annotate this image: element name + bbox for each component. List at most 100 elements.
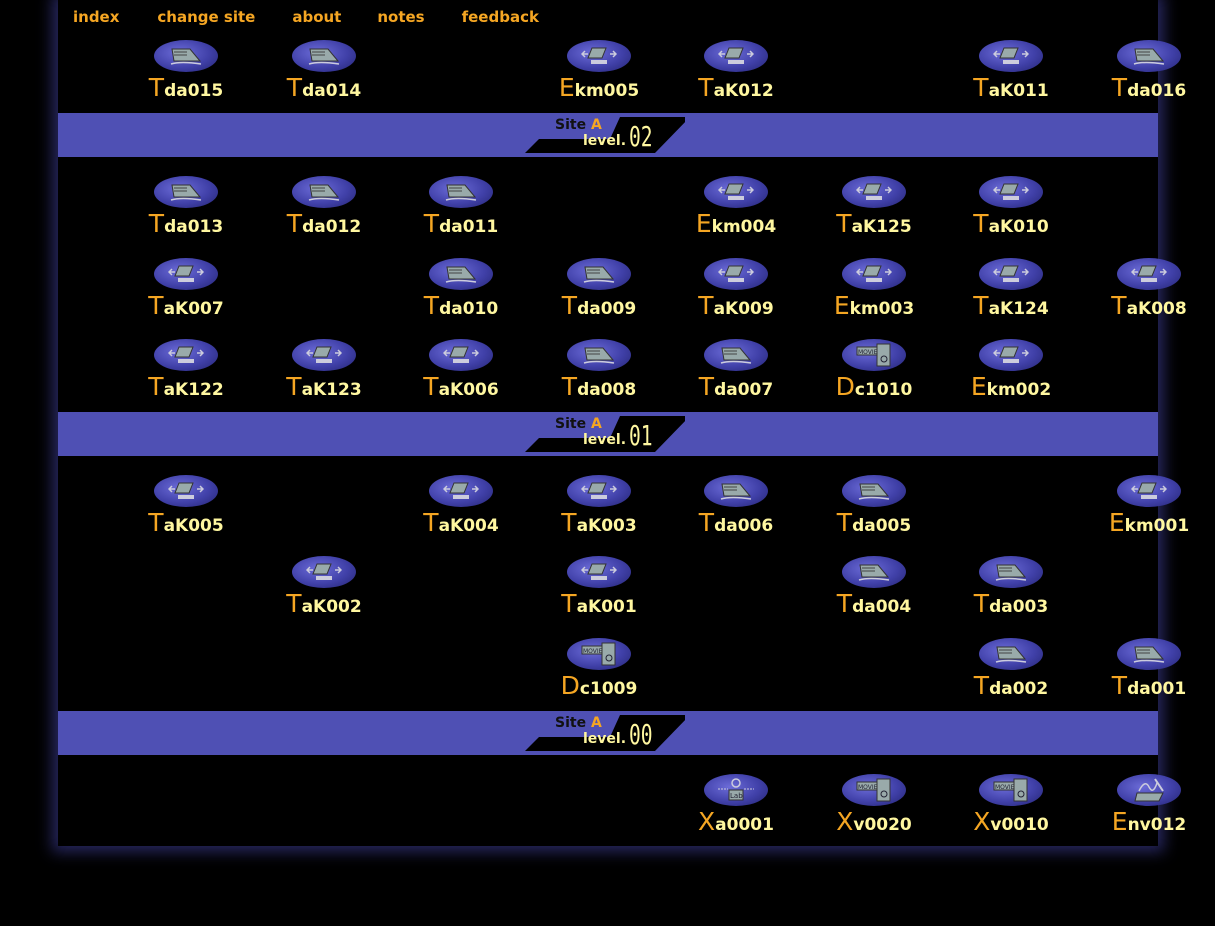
node-Xv0010[interactable]: MOVIE Xv0010 xyxy=(951,774,1071,846)
node-label[interactable]: Tda013 xyxy=(126,209,246,238)
node-label[interactable]: Tda002 xyxy=(951,671,1071,700)
touko-icon[interactable] xyxy=(429,258,493,290)
node-TaK124[interactable]: TaK124 xyxy=(951,258,1071,330)
transfer-icon[interactable] xyxy=(979,40,1043,72)
movie-icon[interactable]: MOVIE xyxy=(979,774,1043,806)
transfer-icon[interactable] xyxy=(154,339,218,371)
transfer-icon[interactable] xyxy=(154,475,218,507)
node-label[interactable]: TaK012 xyxy=(676,73,796,102)
node-Ekm004[interactable]: Ekm004 xyxy=(676,176,796,248)
movie-icon[interactable]: MOVIE xyxy=(842,774,906,806)
transfer-icon[interactable] xyxy=(979,176,1043,208)
touko-icon[interactable] xyxy=(292,40,356,72)
transfer-icon[interactable] xyxy=(567,40,631,72)
node-Xv0020[interactable]: MOVIE Xv0020 xyxy=(814,774,934,846)
node-label[interactable]: Dc1009 xyxy=(539,671,659,700)
transfer-icon[interactable] xyxy=(704,258,768,290)
node-label[interactable]: Xa0001 xyxy=(676,807,796,836)
transfer-icon[interactable] xyxy=(704,176,768,208)
node-label[interactable]: TaK010 xyxy=(951,209,1071,238)
node-label[interactable]: TaK008 xyxy=(1089,291,1209,320)
transfer-icon[interactable] xyxy=(292,339,356,371)
node-label[interactable]: Env012 xyxy=(1089,807,1209,836)
node-label[interactable]: Tda011 xyxy=(401,209,521,238)
node-label[interactable]: Tda005 xyxy=(814,508,934,537)
transfer-icon[interactable] xyxy=(429,339,493,371)
transfer-icon[interactable] xyxy=(842,258,906,290)
lain-icon[interactable] xyxy=(1117,774,1181,806)
movie-icon[interactable]: MOVIE xyxy=(567,638,631,670)
node-TaK125[interactable]: TaK125 xyxy=(814,176,934,248)
node-TaK008[interactable]: TaK008 xyxy=(1089,258,1209,330)
node-label[interactable]: Tda001 xyxy=(1089,671,1209,700)
node-Tda003[interactable]: Tda003 xyxy=(951,556,1071,628)
transfer-icon[interactable] xyxy=(979,258,1043,290)
touko-icon[interactable] xyxy=(1117,638,1181,670)
node-Tda014[interactable]: Tda014 xyxy=(264,40,384,112)
node-label[interactable]: Tda006 xyxy=(676,508,796,537)
node-label[interactable]: Tda010 xyxy=(401,291,521,320)
touko-icon[interactable] xyxy=(429,176,493,208)
node-Tda005[interactable]: Tda005 xyxy=(814,475,934,547)
node-label[interactable]: Tda012 xyxy=(264,209,384,238)
touko-icon[interactable] xyxy=(979,556,1043,588)
node-Tda007[interactable]: Tda007 xyxy=(676,339,796,411)
node-label[interactable]: TaK007 xyxy=(126,291,246,320)
node-Tda012[interactable]: Tda012 xyxy=(264,176,384,248)
nav-feedback[interactable]: feedback xyxy=(461,8,539,26)
node-label[interactable]: TaK123 xyxy=(264,372,384,401)
node-label[interactable]: Tda014 xyxy=(264,73,384,102)
node-TaK006[interactable]: TaK006 xyxy=(401,339,521,411)
node-label[interactable]: Ekm004 xyxy=(676,209,796,238)
node-Tda010[interactable]: Tda010 xyxy=(401,258,521,330)
node-TaK010[interactable]: TaK010 xyxy=(951,176,1071,248)
nav-notes[interactable]: notes xyxy=(377,8,425,26)
node-label[interactable]: Tda007 xyxy=(676,372,796,401)
touko-icon[interactable] xyxy=(842,556,906,588)
transfer-icon[interactable] xyxy=(429,475,493,507)
node-Tda013[interactable]: Tda013 xyxy=(126,176,246,248)
nav-change-site[interactable]: change site xyxy=(157,8,256,26)
node-Env012[interactable]: Env012 xyxy=(1089,774,1209,846)
node-TaK122[interactable]: TaK122 xyxy=(126,339,246,411)
nav-about[interactable]: about xyxy=(292,8,342,26)
node-Tda006[interactable]: Tda006 xyxy=(676,475,796,547)
node-Dc1009[interactable]: MOVIE Dc1009 xyxy=(539,638,659,710)
node-label[interactable]: Tda009 xyxy=(539,291,659,320)
transfer-icon[interactable] xyxy=(979,339,1043,371)
transfer-icon[interactable] xyxy=(567,475,631,507)
node-Ekm003[interactable]: Ekm003 xyxy=(814,258,934,330)
node-label[interactable]: TaK004 xyxy=(401,508,521,537)
node-label[interactable]: TaK006 xyxy=(401,372,521,401)
touko-icon[interactable] xyxy=(154,176,218,208)
touko-icon[interactable] xyxy=(292,176,356,208)
nav-index[interactable]: index xyxy=(73,8,120,26)
node-TaK011[interactable]: TaK011 xyxy=(951,40,1071,112)
touko-icon[interactable] xyxy=(567,339,631,371)
node-TaK007[interactable]: TaK007 xyxy=(126,258,246,330)
node-label[interactable]: Tda003 xyxy=(951,589,1071,618)
lab-icon[interactable]: Lab xyxy=(704,774,768,806)
node-label[interactable]: Tda015 xyxy=(126,73,246,102)
node-TaK003[interactable]: TaK003 xyxy=(539,475,659,547)
node-Tda008[interactable]: Tda008 xyxy=(539,339,659,411)
node-Tda004[interactable]: Tda004 xyxy=(814,556,934,628)
transfer-icon[interactable] xyxy=(704,40,768,72)
node-label[interactable]: TaK003 xyxy=(539,508,659,537)
movie-icon[interactable]: MOVIE xyxy=(842,339,906,371)
node-TaK123[interactable]: TaK123 xyxy=(264,339,384,411)
node-Tda016[interactable]: Tda016 xyxy=(1089,40,1209,112)
node-TaK005[interactable]: TaK005 xyxy=(126,475,246,547)
node-TaK012[interactable]: TaK012 xyxy=(676,40,796,112)
node-label[interactable]: TaK122 xyxy=(126,372,246,401)
node-Tda009[interactable]: Tda009 xyxy=(539,258,659,330)
touko-icon[interactable] xyxy=(704,475,768,507)
node-Ekm002[interactable]: Ekm002 xyxy=(951,339,1071,411)
node-label[interactable]: Xv0020 xyxy=(814,807,934,836)
node-label[interactable]: TaK009 xyxy=(676,291,796,320)
node-TaK009[interactable]: TaK009 xyxy=(676,258,796,330)
node-label[interactable]: TaK001 xyxy=(539,589,659,618)
node-Tda002[interactable]: Tda002 xyxy=(951,638,1071,710)
node-Xa0001[interactable]: Lab Xa0001 xyxy=(676,774,796,846)
transfer-icon[interactable] xyxy=(1117,475,1181,507)
